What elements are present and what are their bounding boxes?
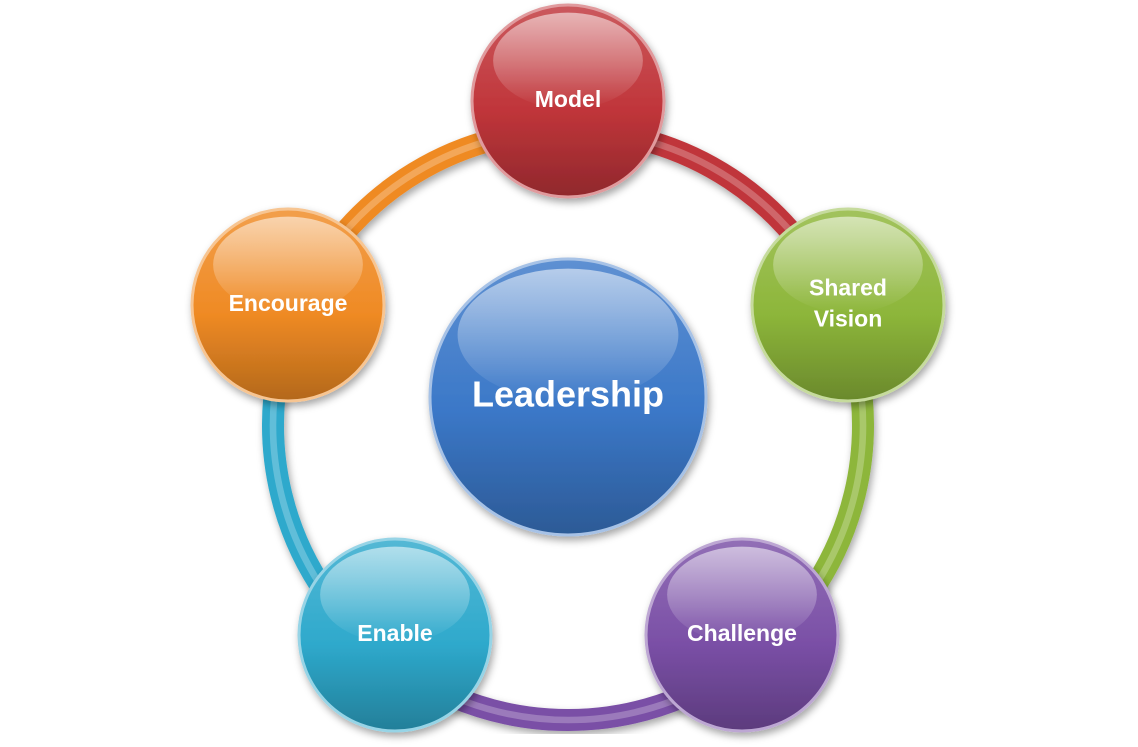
node-gloss-enable [320,546,470,643]
node-gloss-shared-vision [773,216,923,313]
node-encourage: Encourage [190,207,386,403]
center-highlight [457,268,679,402]
node-gloss-model [493,12,643,109]
center-label: Leadership [472,374,664,415]
node-label-challenge: Challenge [687,620,797,646]
node-gloss-challenge [667,546,817,643]
node-label-model: Model [535,86,601,112]
node-label-enable: Enable [357,620,432,646]
center-node: Leadership [428,257,708,537]
node-model: Model [470,3,666,199]
node-enable: Enable [297,537,493,733]
node-label-shared-vision-line-1: Shared [809,275,887,301]
node-challenge: Challenge [644,537,840,733]
node-gloss-encourage [213,216,363,313]
node-label-shared-vision-line-2: Vision [814,306,883,332]
node-label-encourage: Encourage [229,290,348,316]
